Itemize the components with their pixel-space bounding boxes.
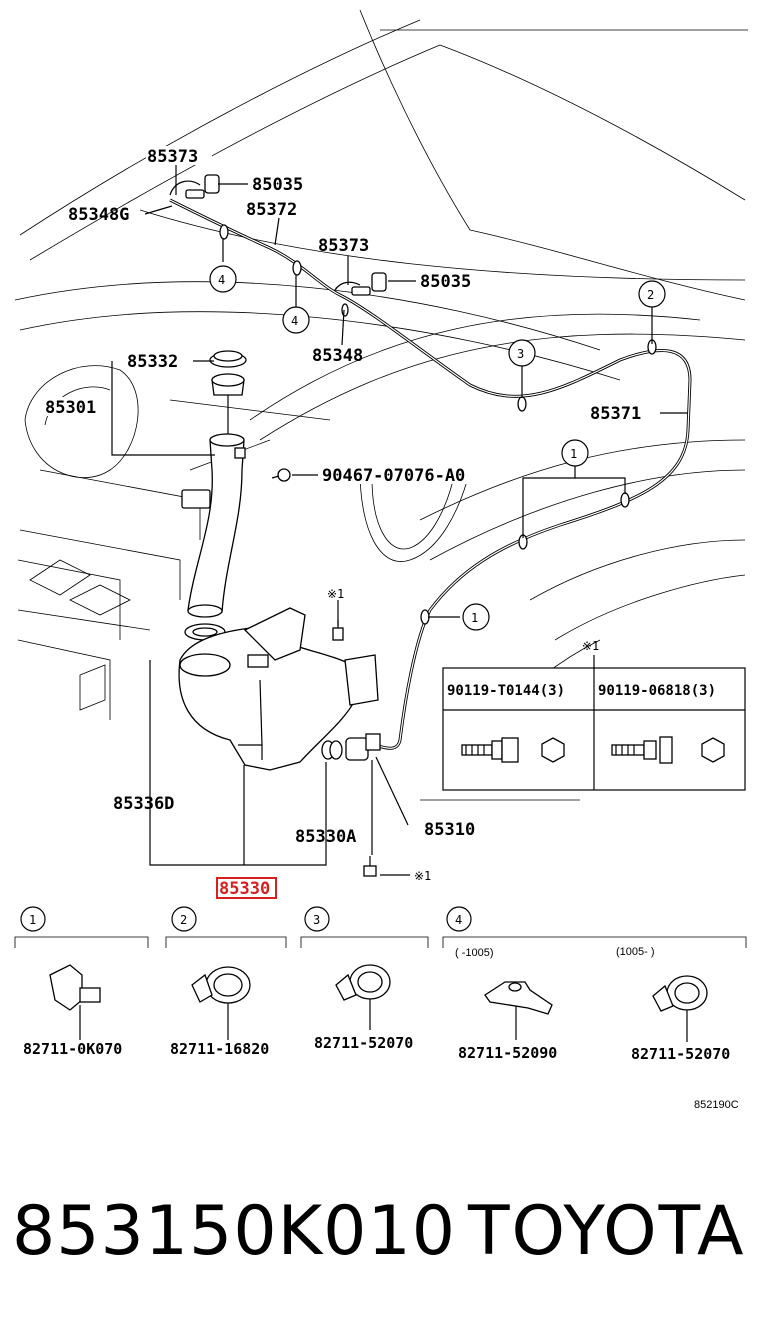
callout-1-b: 1 [462, 603, 490, 631]
filler-cap [209, 350, 247, 368]
callout-2: 2 [638, 280, 666, 308]
highlight-box [216, 877, 277, 899]
callout-3: 3 [508, 339, 536, 367]
svg-text:3: 3 [517, 347, 524, 361]
clip-4-range-a: ( -1005) [455, 947, 494, 959]
leader-lines [98, 165, 688, 876]
washer-hose [169, 180, 692, 750]
clip-2-part: 82711-16820 [170, 1040, 269, 1058]
ref-code: 852190C [694, 1099, 739, 1111]
footer-brand: TOYOTA [468, 1192, 746, 1271]
pump-grommet [321, 740, 343, 760]
callout-4-a: 4 [209, 265, 237, 293]
svg-text:3: 3 [313, 913, 320, 927]
clip-section-4: 4 ( -1005) (1005- ) 82711-52090 82711-52… [442, 906, 747, 1063]
filler-neck-top [211, 373, 245, 440]
label-85348: 85348 [312, 346, 363, 366]
diagram-drawing: 4 4 2 3 1 1 85373 85035 85348G 85372 853… [14, 9, 748, 1111]
svg-text:1: 1 [570, 447, 577, 461]
svg-text:2: 2 [180, 913, 187, 927]
filler-neck [181, 433, 246, 618]
label-85373-a: 85373 [147, 147, 198, 167]
label-85035-b: 85035 [420, 272, 471, 292]
label-85310: 85310 [424, 820, 475, 840]
svg-text:1: 1 [471, 611, 478, 625]
screw-90467 [271, 468, 291, 482]
label-85330A: 85330A [295, 827, 356, 847]
label-85330: 85330 [219, 879, 270, 899]
label-85372: 85372 [246, 200, 297, 220]
label-85301: 85301 [45, 398, 96, 418]
label-85332: 85332 [127, 352, 178, 372]
clip-3-part: 82711-52070 [314, 1034, 413, 1052]
clip-4-range-b: (1005- ) [616, 946, 655, 958]
bolt-col2-label: 90119-06818(3) [598, 683, 716, 699]
label-85336D: 85336D [113, 794, 174, 814]
label-85371: 85371 [590, 404, 641, 424]
washer-nozzle-left [185, 174, 220, 199]
note-mark-3: ※1 [414, 869, 431, 883]
footer-part-number: 853150K010 [12, 1192, 456, 1271]
note-mark-1: ※1 [327, 587, 344, 601]
svg-text:1: 1 [29, 913, 36, 927]
callout-4-b: 4 [282, 306, 310, 334]
clip-section-3: 3 82711-52070 [300, 906, 429, 1052]
note-mark-2: ※1 [582, 639, 599, 653]
bottom-bolt [363, 856, 377, 877]
clip-1-part: 82711-0K070 [23, 1040, 122, 1058]
label-90467: 90467-07076-A0 [322, 466, 465, 486]
bolt-col1-label: 90119-T0144(3) [447, 683, 565, 699]
callout-1-a: 1 [561, 439, 589, 467]
bolt-2-drawing [611, 736, 725, 764]
bolt-1-drawing [461, 737, 565, 763]
clip-4a-part: 82711-52090 [458, 1044, 557, 1062]
svg-text:2: 2 [647, 288, 654, 302]
washer-pump [345, 733, 381, 855]
label-85035-a: 85035 [252, 175, 303, 195]
clip-4b-part: 82711-52070 [631, 1045, 730, 1063]
washer-tank [178, 607, 379, 771]
footer: 853150K010 TOYOTA [0, 1180, 760, 1290]
hose-clips [219, 224, 657, 625]
label-85373-b: 85373 [318, 236, 369, 256]
clip-section-1: 1 82711-0K070 [14, 906, 149, 1058]
clip-section-2: 2 82711-16820 [165, 906, 287, 1058]
part-labels: 85373 85035 85348G 85372 85373 85035 853… [44, 146, 655, 899]
svg-text:4: 4 [218, 273, 225, 287]
bolt-table: 90119-T0144(3) 90119-06818(3) [442, 667, 746, 791]
svg-text:4: 4 [291, 314, 298, 328]
svg-text:4: 4 [455, 913, 462, 927]
label-85348G: 85348G [68, 205, 129, 225]
washer-nozzle-right [351, 272, 387, 296]
